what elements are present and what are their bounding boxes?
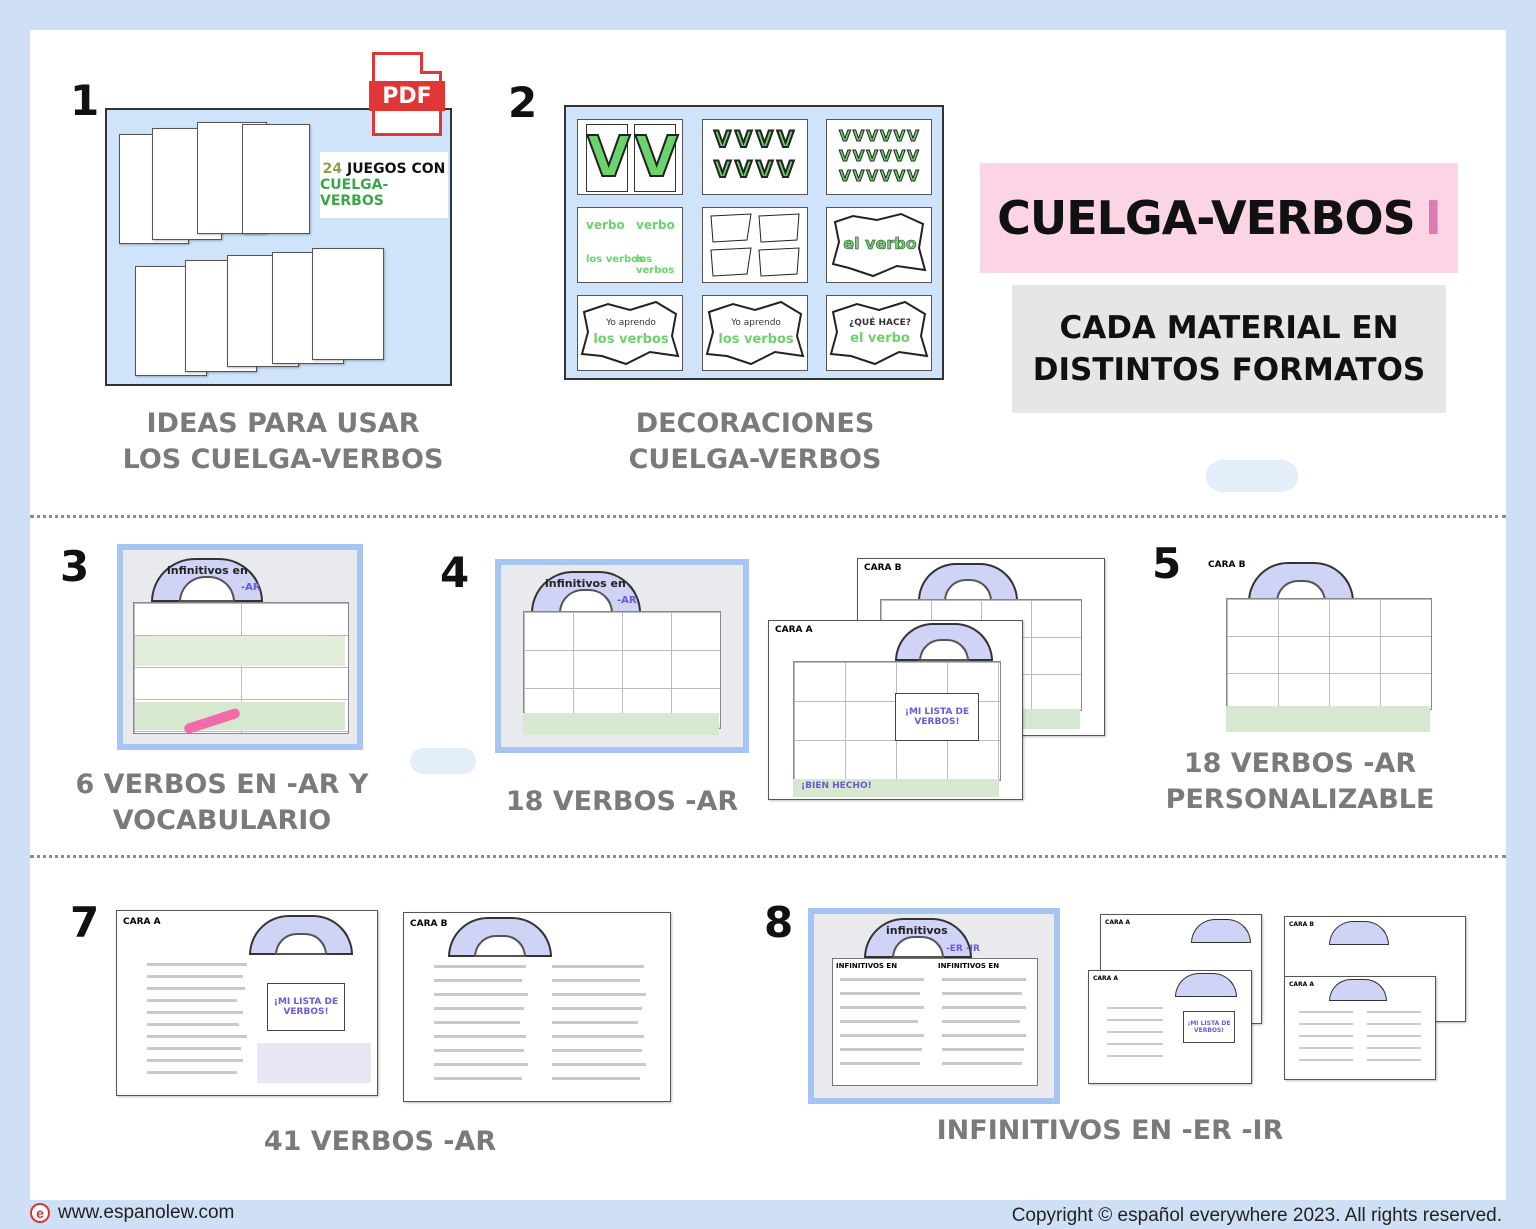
games-count: 24 <box>322 161 343 177</box>
footer-website[interactable]: e www.espanolew.com <box>30 1202 234 1224</box>
content-panel: 1 24 JUEGOS CON CUELGA-VERBOS PDF IDEAS … <box>30 30 1506 1200</box>
sheet-cara-a: CARA A ¡MI LISTA DE VERBOS! ¡BIEN HECHO! <box>768 620 1023 800</box>
item-number-1: 1 <box>70 76 100 125</box>
divider-2 <box>30 855 1506 858</box>
games-line1: JUEGOS CON <box>346 161 446 177</box>
photo-item-3: infinitivos en -AR <box>117 544 363 750</box>
blank-labels-icon <box>710 213 800 277</box>
cloud-decoration-2 <box>410 748 476 774</box>
item-number-3: 3 <box>60 542 90 591</box>
pdf-icon: PDF <box>369 52 445 136</box>
item-number-5: 5 <box>1152 539 1182 588</box>
games-line2: CUELGA-VERBOS <box>320 177 389 209</box>
subtitle-line-2: DISTINTOS FORMATOS <box>1032 352 1426 388</box>
caption-item-7: 41 VERBOS -AR <box>263 1126 497 1157</box>
item-number-7: 7 <box>70 898 100 947</box>
photo-item-4: infinitivos en -AR <box>495 559 749 753</box>
cloud-decoration <box>1206 460 1298 492</box>
subtitle-box: CADA MATERIAL EN DISTINTOS FORMATOS <box>1012 285 1446 413</box>
website-link[interactable]: www.espanolew.com <box>58 1202 235 1223</box>
item-number-2: 2 <box>508 78 538 127</box>
copyright-notice: Copyright © español everywhere 2023. All… <box>1011 1205 1502 1226</box>
caption-item-4: 18 VERBOS -AR <box>505 786 739 817</box>
page-title: CUELGA-VERBOS <box>997 191 1416 245</box>
sheet-er-ir-front-1: CARA A ¡MI LISTA DE VERBOS! <box>1088 970 1252 1084</box>
item-number-4: 4 <box>440 548 470 597</box>
item-number-8: 8 <box>764 898 794 947</box>
sheet-er-ir-front-2: CARA A <box>1284 976 1436 1080</box>
games-badge: 24 JUEGOS CON CUELGA-VERBOS <box>320 152 448 218</box>
site-logo-icon: e <box>30 1203 50 1223</box>
divider-1 <box>30 515 1506 518</box>
photo-item-8: infinitivos -ER -IR INFINITIVOS EN INFIN… <box>808 908 1060 1104</box>
sheet-41-cara-a: CARA A ¡MI LISTA DE VERBOS! <box>116 910 378 1096</box>
title-bar: I <box>1424 191 1442 245</box>
caption-item-8: INFINITIVOS EN -ER -IR <box>936 1115 1284 1146</box>
sheet-personalizable: CARA B <box>1204 554 1454 734</box>
ideas-preview: 24 JUEGOS CON CUELGA-VERBOS <box>105 108 452 386</box>
subtitle-line-1: CADA MATERIAL EN <box>1059 310 1399 346</box>
sheet-41-cara-b: CARA B <box>403 912 671 1102</box>
